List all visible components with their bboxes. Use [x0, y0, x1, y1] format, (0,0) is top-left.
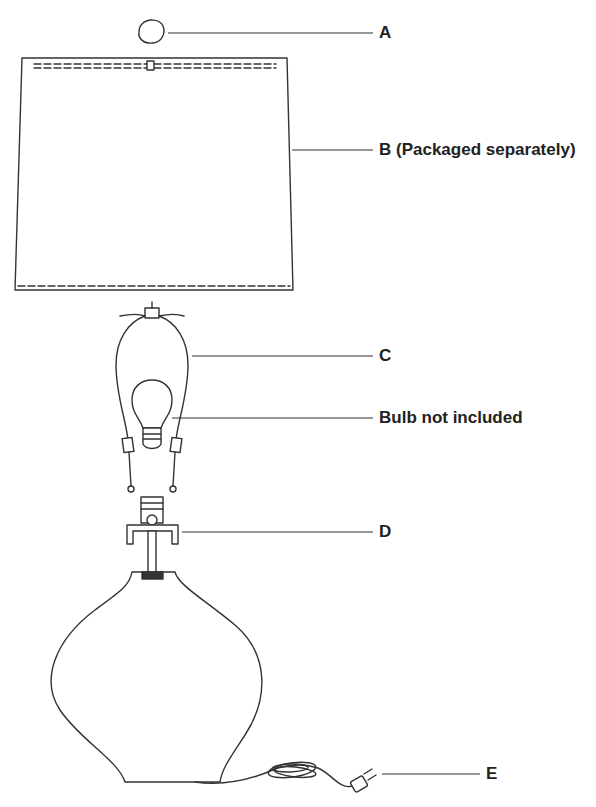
harp-arm [120, 315, 145, 317]
shade-trim [34, 67, 276, 68]
finial [139, 20, 164, 43]
socket-ring [141, 508, 163, 509]
part-label: C [379, 346, 391, 366]
shade-trim [18, 285, 290, 286]
leader-line [292, 149, 373, 150]
harp-arm [159, 315, 184, 317]
part-label: B (Packaged separately) [379, 140, 576, 160]
part-label: E [486, 764, 497, 784]
leader-line [182, 531, 373, 532]
harp-arm [129, 452, 131, 486]
lamp-base [51, 572, 262, 782]
part-label: A [379, 23, 391, 43]
base-neck [142, 572, 163, 579]
harp-sleeve [122, 437, 134, 452]
harp-stud [151, 302, 152, 308]
plug-prong [368, 775, 376, 780]
socket-ring [141, 502, 163, 503]
socket-switch [147, 515, 157, 525]
leader-line [192, 355, 373, 356]
bulb-thread [143, 438, 161, 439]
bulb-base [143, 428, 161, 449]
harp-sleeve [170, 437, 182, 452]
part-label: Bulb not included [379, 408, 523, 428]
lamp-rod [148, 531, 156, 572]
harp-saddle [145, 308, 159, 318]
bulb-thread [143, 433, 161, 434]
part-label: D [379, 522, 391, 542]
cord-coil [272, 763, 308, 772]
harp-end [170, 486, 176, 492]
lamp-shade [15, 58, 293, 290]
shade-trim [34, 63, 276, 64]
harp-arm [173, 452, 175, 486]
harp-end [128, 486, 134, 492]
leader-line [168, 32, 373, 33]
leader-line [382, 773, 480, 774]
shade-clip [147, 61, 154, 70]
leader-line [172, 417, 373, 418]
power-plug [350, 775, 368, 792]
plug-prong [364, 769, 372, 774]
light-bulb [132, 380, 172, 428]
cord-coil [267, 760, 316, 781]
